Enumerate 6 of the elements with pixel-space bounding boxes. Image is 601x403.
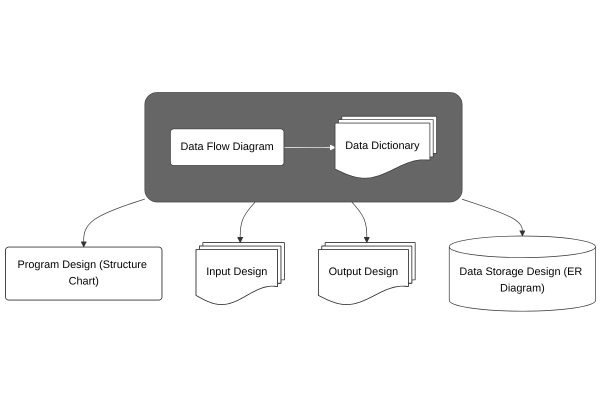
arrow: [80, 198, 146, 248]
cluster: [144, 92, 462, 202]
arrow: [284, 144, 336, 150]
arrow: [351, 201, 370, 243]
arrow: [237, 201, 256, 243]
arrow: [462, 198, 526, 236]
